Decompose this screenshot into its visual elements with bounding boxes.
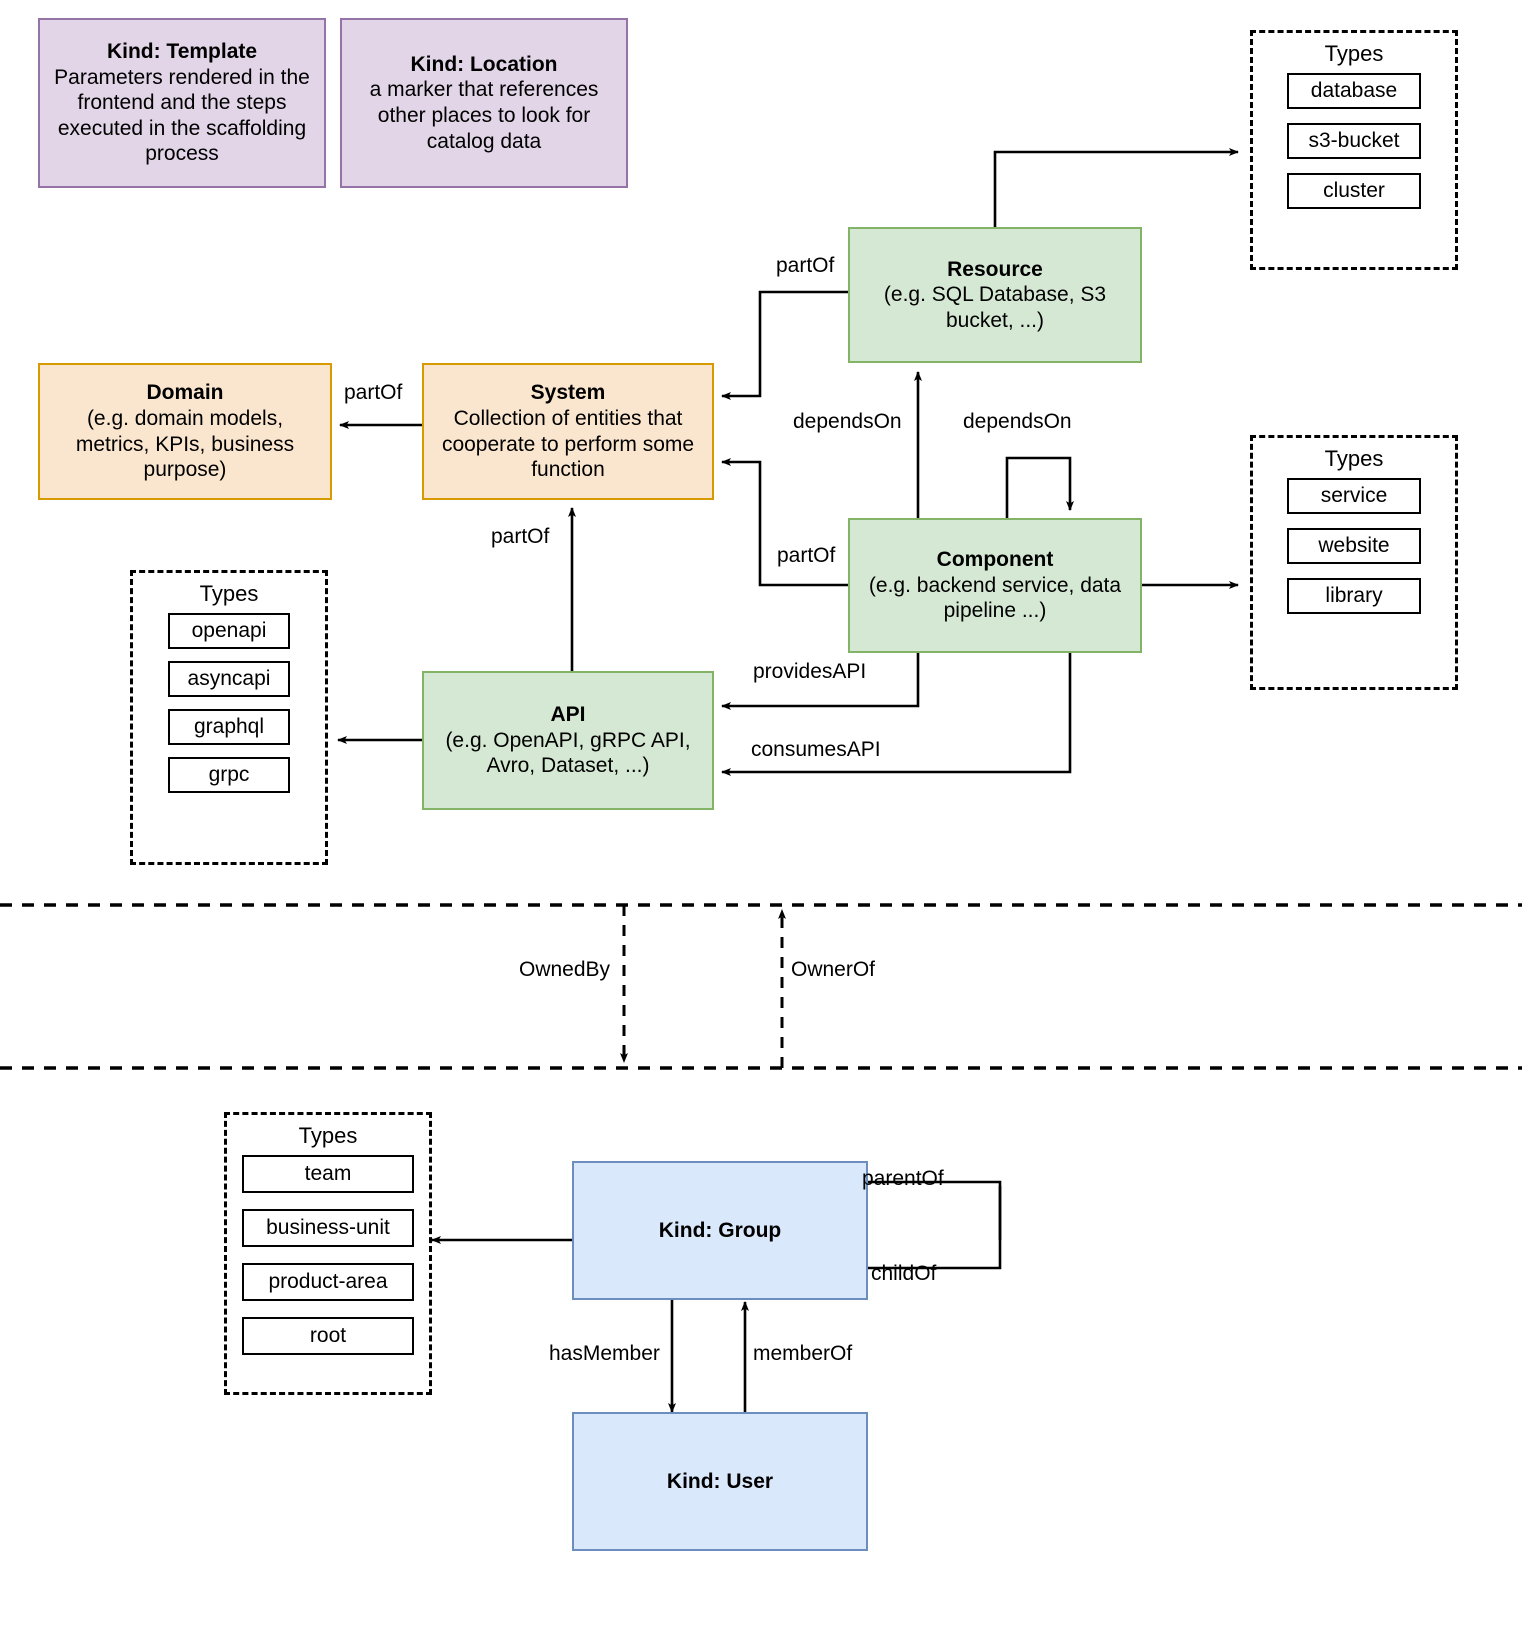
node-system-title: System bbox=[530, 381, 606, 405]
type-chip-website[interactable]: website bbox=[1287, 528, 1421, 564]
type-chip-asyncapi[interactable]: asyncapi bbox=[168, 661, 290, 697]
types-label: Types bbox=[1324, 446, 1384, 471]
type-chip-database[interactable]: database bbox=[1287, 73, 1421, 109]
node-resource-title: Resource bbox=[947, 257, 1043, 281]
type-chip-team[interactable]: team bbox=[242, 1155, 414, 1193]
node-template-desc: Parameters rendered in the frontend and … bbox=[54, 65, 310, 166]
node-component-title: Component bbox=[936, 548, 1054, 572]
node-user[interactable]: Kind: User bbox=[572, 1412, 868, 1551]
type-chip-library[interactable]: library bbox=[1287, 578, 1421, 614]
node-component-desc: (e.g. backend service, data pipeline ...… bbox=[868, 573, 1122, 623]
type-chip-service[interactable]: service bbox=[1287, 478, 1421, 514]
edge-label-ownedby: OwnedBy bbox=[519, 958, 611, 981]
edge-label-ownerof: OwnerOf bbox=[791, 958, 876, 981]
edge-label-component-dependson-resource: dependsOn bbox=[793, 410, 902, 433]
node-api[interactable]: API (e.g. OpenAPI, gRPC API, Avro, Datas… bbox=[422, 671, 714, 810]
types-label: Types bbox=[199, 581, 259, 606]
node-api-title: API bbox=[550, 703, 586, 727]
node-group-title: Kind: Group bbox=[658, 1218, 782, 1242]
edge-label-component-partof-system: partOf bbox=[777, 544, 836, 567]
types-group-api: Types openapi asyncapi graphql grpc bbox=[130, 570, 328, 865]
types-label: Types bbox=[1324, 41, 1384, 66]
edge-label-component-providesapi: providesAPI bbox=[753, 660, 867, 683]
edge-label-group-childof: childOf bbox=[871, 1262, 937, 1285]
types-group-component: Types service website library bbox=[1250, 435, 1458, 690]
type-chip-root[interactable]: root bbox=[242, 1317, 414, 1355]
type-chip-graphql[interactable]: graphql bbox=[168, 709, 290, 745]
node-group[interactable]: Kind: Group bbox=[572, 1161, 868, 1300]
edge-label-component-consumesapi: consumesAPI bbox=[751, 738, 881, 761]
type-chip-s3-bucket[interactable]: s3-bucket bbox=[1287, 123, 1421, 159]
node-domain[interactable]: Domain (e.g. domain models, metrics, KPI… bbox=[38, 363, 332, 500]
edge-label-user-memberof: memberOf bbox=[753, 1342, 853, 1365]
type-chip-cluster[interactable]: cluster bbox=[1287, 173, 1421, 209]
type-chip-grpc[interactable]: grpc bbox=[168, 757, 290, 793]
types-group-resource: Types database s3-bucket cluster bbox=[1250, 30, 1458, 270]
type-chip-business-unit[interactable]: business-unit bbox=[242, 1209, 414, 1247]
node-user-title: Kind: User bbox=[666, 1469, 774, 1493]
type-chip-product-area[interactable]: product-area bbox=[242, 1263, 414, 1301]
node-resource[interactable]: Resource (e.g. SQL Database, S3 bucket, … bbox=[848, 227, 1142, 363]
node-resource-desc: (e.g. SQL Database, S3 bucket, ...) bbox=[883, 283, 1107, 332]
type-chip-openapi[interactable]: openapi bbox=[168, 613, 290, 649]
edge-label-resource-partof-system: partOf bbox=[776, 254, 835, 277]
edge-label-group-parentof: parentOf bbox=[862, 1167, 944, 1190]
node-location-title: Kind: Location bbox=[410, 52, 558, 76]
node-domain-desc: (e.g. domain models, metrics, KPIs, busi… bbox=[75, 406, 295, 482]
edge-label-api-partof-system: partOf bbox=[491, 525, 550, 548]
node-location-desc: a marker that references other places to… bbox=[369, 78, 599, 153]
node-api-desc: (e.g. OpenAPI, gRPC API, Avro, Dataset, … bbox=[445, 728, 691, 778]
node-system-desc: Collection of entities that cooperate to… bbox=[441, 406, 695, 482]
node-template-title: Kind: Template bbox=[106, 39, 258, 63]
node-location[interactable]: Kind: Location a marker that references … bbox=[340, 18, 628, 188]
node-system[interactable]: System Collection of entities that coope… bbox=[422, 363, 714, 500]
edge-label-system-partof-domain: partOf bbox=[344, 381, 403, 404]
types-label: Types bbox=[298, 1123, 358, 1148]
types-group-group: Types team business-unit product-area ro… bbox=[224, 1112, 432, 1395]
node-component[interactable]: Component (e.g. backend service, data pi… bbox=[848, 518, 1142, 653]
edge-label-component-dependson-component: dependsOn bbox=[963, 410, 1072, 433]
node-domain-title: Domain bbox=[146, 381, 224, 405]
edge-label-group-hasmember: hasMember bbox=[549, 1342, 660, 1365]
node-template[interactable]: Kind: Template Parameters rendered in th… bbox=[38, 18, 326, 188]
